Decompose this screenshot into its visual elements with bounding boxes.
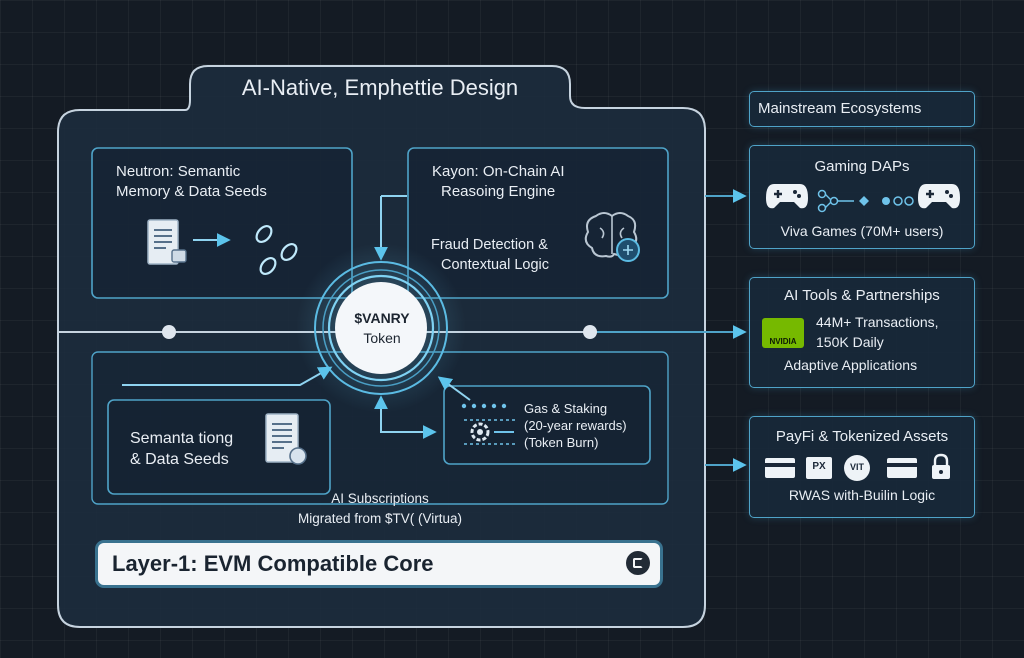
- payfi-title: PayFi & Tokenized Assets: [775, 428, 949, 445]
- gaming-box: Gaming DAPs Viva Games (70M+ users): [749, 145, 975, 249]
- lock-icon: [932, 453, 950, 479]
- ai-tools-stat3: Adaptive Applications: [784, 357, 918, 373]
- token-symbol: $VANRY: [354, 310, 410, 326]
- gas-line3: (Token Burn): [524, 435, 599, 450]
- seeds-line2: & Data Seeds: [130, 451, 229, 468]
- seeds-icon: [255, 225, 298, 275]
- seeds-line1: Semanta tiong: [130, 430, 234, 447]
- gas-line2: (20-year rewards): [524, 418, 627, 433]
- kayon-title-line1: Kayon: On-Chain AI: [432, 163, 565, 180]
- core-logo-icon: [626, 551, 650, 575]
- credit-card-icon: [887, 458, 917, 478]
- network-dots-icon: [817, 189, 914, 213]
- core-bar: Layer-1: EVM Compatible Core: [98, 543, 660, 585]
- subscriptions-line1: AI Subscriptions: [331, 491, 429, 506]
- payfi-box: PayFi & Tokenized Assets PX VIT RWAS wit…: [749, 416, 975, 518]
- token-caption: Token: [363, 330, 401, 346]
- ai-brain-icon: [584, 212, 640, 262]
- ai-tools-box: AI Tools & Partnerships NVIDIA 44M+ Tran…: [749, 277, 975, 388]
- gaming-subtitle: Viva Games (70M+ users): [780, 223, 944, 239]
- ai-tools-title: AI Tools & Partnerships: [784, 287, 940, 304]
- staking-gear-icon: [461, 403, 516, 445]
- contract-document-icon: [265, 413, 307, 465]
- gaming-title: Gaming DAPs: [814, 158, 910, 175]
- kayon-line3: Fraud Detection &: [431, 237, 548, 253]
- credit-card-icon: [765, 458, 795, 478]
- gas-line1: Gas & Staking: [524, 401, 608, 416]
- token-label: $VANRY Token: [327, 308, 437, 348]
- neutron-title-line2: Memory & Data Seeds: [116, 183, 267, 200]
- header-title: AI-Native, Emphettie Design: [241, 75, 519, 100]
- gamepad-icon: [766, 184, 808, 209]
- ecosystems-title: Mainstream Ecosystems: [758, 100, 922, 117]
- kayon-line4: Contextual Logic: [441, 257, 550, 273]
- core-label: Layer-1: EVM Compatible Core: [112, 551, 434, 576]
- payfi-subtitle: RWAS with-Builin Logic: [788, 487, 936, 503]
- vit-badge-text: VIT: [849, 462, 864, 472]
- nvidia-logo-text: NVIDIA: [769, 337, 797, 346]
- ecosystems-title-box: Mainstream Ecosystems: [749, 91, 975, 127]
- neutron-title-line1: Neutron: Semantic: [116, 163, 241, 180]
- kayon-title-line2: Reasoing Engine: [441, 183, 556, 200]
- px-badge: PX: [806, 457, 832, 479]
- subscriptions-line2: Migrated from $TV( (Virtua): [297, 511, 463, 526]
- nvidia-logo: NVIDIA: [762, 318, 804, 348]
- ai-tools-stat2: 150K Daily: [816, 334, 884, 350]
- vit-badge: VIT: [844, 455, 870, 481]
- px-badge-text: PX: [812, 461, 826, 472]
- gamepad-icon: [918, 184, 960, 209]
- ai-tools-stat1: 44M+ Transactions,: [816, 314, 939, 330]
- document-icon: [147, 219, 187, 265]
